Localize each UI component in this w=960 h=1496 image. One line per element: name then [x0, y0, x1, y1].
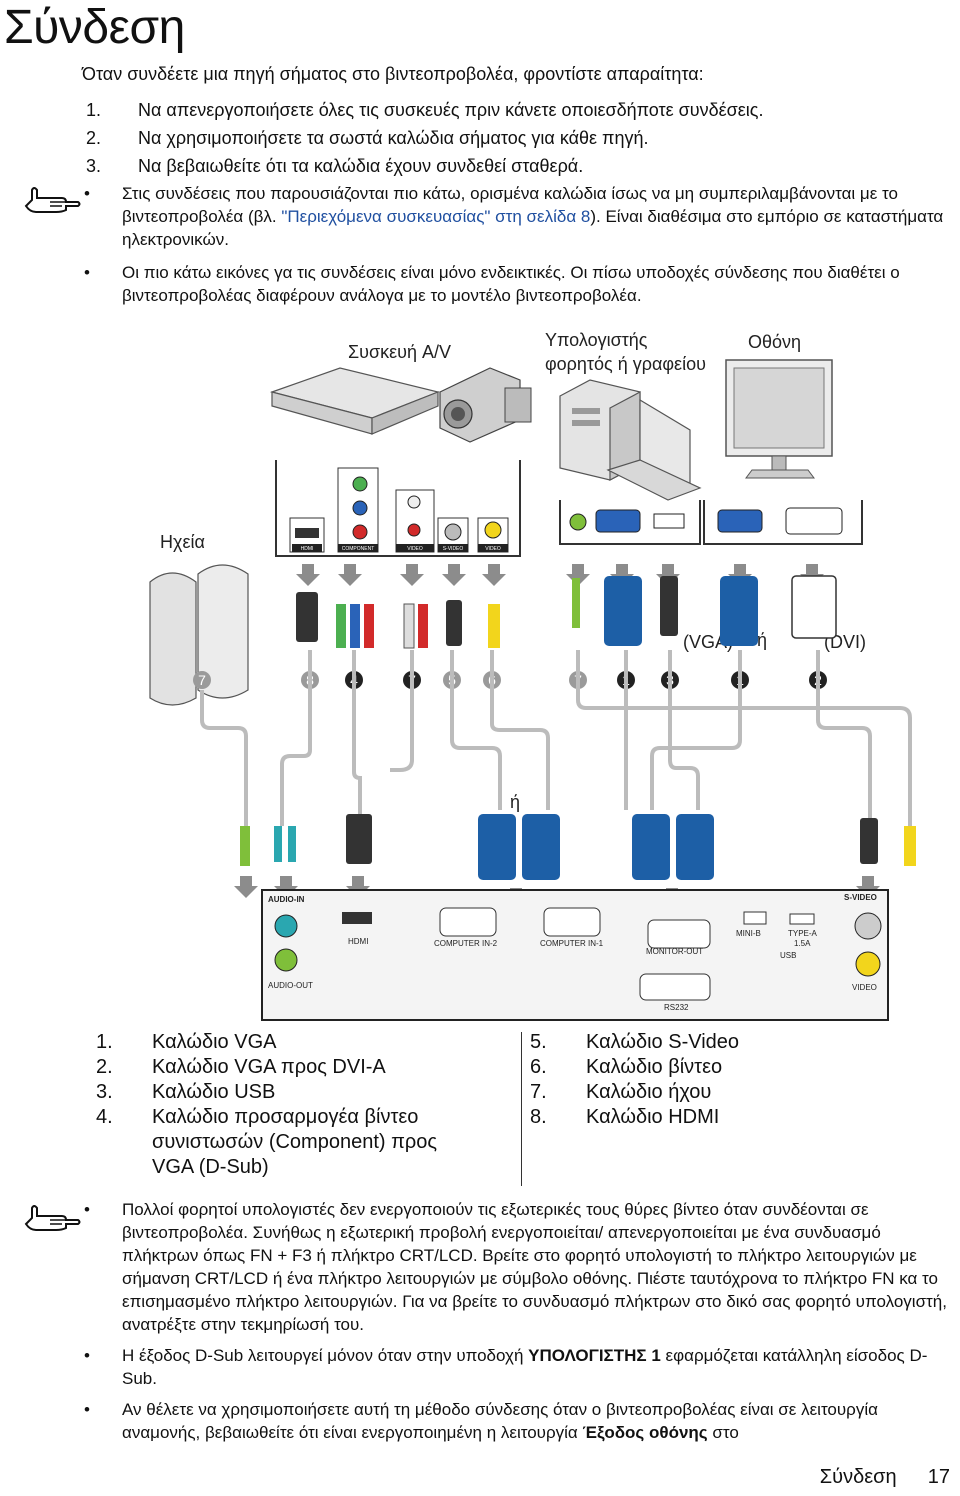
note-bullets-2: • Πολλοί φορητοί υπολογιστές δεν ενεργοπ… [82, 1198, 954, 1452]
list-item: 2.Να χρησιμοποιήσετε τα σωστά καλώδια σή… [86, 128, 649, 148]
list-item: 2.Καλώδιο VGA προς DVI-A [96, 1056, 386, 1078]
svg-text:VIDEO: VIDEO [485, 546, 501, 552]
svg-text:AUDIO-IN: AUDIO-IN [268, 895, 305, 904]
svg-text:AUDIO-OUT: AUDIO-OUT [268, 981, 313, 990]
monitor-icon [725, 359, 833, 479]
list-item: 7.Καλώδιο ήχου [530, 1081, 712, 1103]
svg-text:TYPE-A: TYPE-A [788, 929, 818, 938]
speakers-icon [149, 564, 249, 706]
page-footer: Σύνδεση 17 [820, 1466, 950, 1489]
svg-text:COMPUTER IN-2: COMPUTER IN-2 [434, 939, 498, 948]
list-item: • Πολλοί φορητοί υπολογιστές δεν ενεργοπ… [84, 1200, 947, 1334]
footer-section: Σύνδεση [819, 1466, 897, 1488]
intro-text: Όταν συνδέετε μια πηγή σήματος στο βιντε… [82, 64, 704, 84]
svg-text:RS232: RS232 [664, 1003, 689, 1012]
svg-text:HDMI: HDMI [348, 937, 368, 946]
cable-plugs-bottom [240, 814, 916, 880]
cable-plugs-top [296, 575, 837, 649]
laptop-icon [606, 398, 702, 501]
or-label: ή [757, 630, 768, 650]
svg-text:S-VIDEO: S-VIDEO [844, 893, 877, 902]
page-title: Σύνδεση [4, 1, 185, 54]
projector-port-labels: AUDIO-IN HDMI COMPUTER IN-2 COMPUTER IN-… [268, 893, 877, 1012]
hand-note-icon [24, 1205, 81, 1231]
dvd-player-icon [269, 367, 440, 435]
computer-label-line2: φορητός ή γραφείου [545, 354, 706, 374]
cable-number: 7 [198, 672, 206, 688]
package-contents-link[interactable]: "Περιεχόμενα συσκευασίας" στη σελίδα 8 [281, 207, 591, 226]
list-item: 3.Να βεβαιωθείτε ότι τα καλώδια έχουν συ… [86, 156, 584, 176]
page-number: 17 [927, 1466, 950, 1488]
cable-number-badges: 7 8 4 7 5 6 7 1 3 1 2 [193, 671, 827, 689]
svg-text:VIDEO: VIDEO [407, 546, 423, 552]
svg-text:S-VIDEO: S-VIDEO [443, 546, 464, 552]
connection-diagram: Συσκευή A/V Υπολογιστής φορητός ή γραφεί… [0, 320, 960, 1030]
divider [521, 1032, 522, 1186]
list-item: 1.Καλώδιο VGA [96, 1031, 277, 1053]
svg-text:MINI-B: MINI-B [736, 929, 761, 938]
av-device-label: Συσκευή A/V [348, 342, 451, 362]
cable-wires [200, 650, 912, 826]
list-item: 5.Καλώδιο S-Video [530, 1031, 740, 1053]
svg-text:MONITOR-OUT: MONITOR-OUT [646, 947, 703, 956]
svg-text:1.5A: 1.5A [794, 939, 811, 948]
list-item: 8.Καλώδιο HDMI [530, 1106, 720, 1128]
projector-back-panel [261, 889, 889, 1021]
monitor-port-panel [703, 500, 863, 545]
av-port-panel: HDMI COMPONENT VIDEO S-VIDEO VIDEO [275, 460, 521, 557]
svg-text:VIDEO: VIDEO [852, 983, 877, 992]
step-list: 1.Να απενεργοποιήσετε όλες τις συσκευές … [86, 96, 763, 180]
svg-text:USB: USB [780, 951, 796, 960]
list-item: 4.Καλώδιο προσαρμογέα βίντεο συνιστωσών … [96, 1106, 438, 1178]
note-bullets: • Στις συνδέσεις που παρουσιάζονται πιο … [82, 182, 954, 317]
list-item: 3.Καλώδιο USB [96, 1081, 276, 1103]
arrow-group [296, 564, 824, 586]
svg-text:COMPONENT: COMPONENT [342, 546, 375, 552]
list-item: • Αν θέλετε να χρησιμοποιήσετε αυτή τη μ… [84, 1400, 878, 1442]
camcorder-icon [439, 367, 532, 443]
computer-label-line1: Υπολογιστής [545, 330, 648, 350]
diagram-drawing: HDMI COMPONENT VIDEO S-VIDEO VIDEO [149, 359, 916, 1021]
list-item: • Στις συνδέσεις που παρουσιάζονται πιο … [84, 184, 944, 249]
or-label-2: ή [510, 792, 521, 812]
list-item: 6.Καλώδιο βίντεο [530, 1056, 723, 1078]
list-item: 1.Να απενεργοποιήσετε όλες τις συσκευές … [86, 100, 764, 120]
computer-port-panel [559, 500, 701, 545]
list-item: • Η έξοδος D-Sub λειτουργεί μόνον όταν σ… [84, 1346, 928, 1388]
monitor-label: Οθόνη [748, 332, 802, 352]
hand-note-icon [24, 187, 81, 213]
speakers-label: Ηχεία [160, 532, 205, 552]
hdmi-port-tag: HDMI [301, 546, 314, 552]
svg-text:COMPUTER IN-1: COMPUTER IN-1 [540, 939, 604, 948]
list-item: • Οι πιο κάτω εικόνες γα τις συνδέσεις ε… [84, 263, 900, 305]
